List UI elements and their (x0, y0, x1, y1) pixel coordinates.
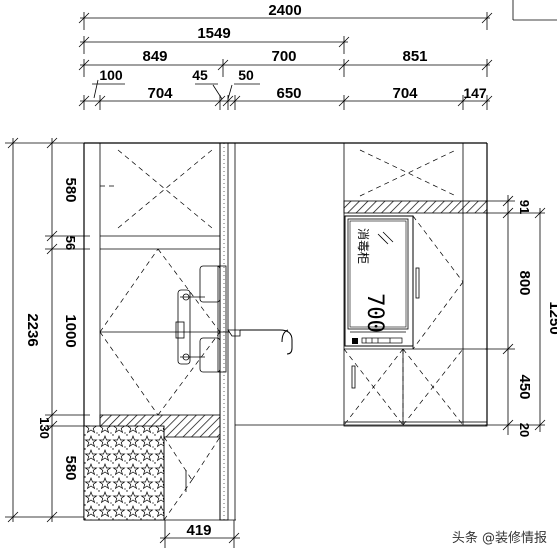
dim-800: 800 (516, 270, 533, 295)
dim-450: 450 (516, 374, 533, 399)
dim-1549: 1549 (197, 25, 230, 42)
bottom-dimension (159, 520, 240, 548)
cabinet-elevation: 消毒柜 700 (83, 142, 488, 521)
band-hatch-top (343, 200, 488, 214)
dim-130: 130 (37, 417, 52, 439)
top-dimension-lines (78, 12, 493, 110)
top-dimension-labels: 2400 1549 849 700 851 100 45 50 704 650 … (99, 2, 487, 102)
dim-147: 147 (463, 85, 487, 101)
dim-1250: 1250 (546, 301, 557, 334)
right-dimension-labels: 91 800 450 20 1250 (516, 200, 557, 437)
dim-91: 91 (517, 200, 532, 214)
right-dimension-lines (485, 195, 546, 435)
terrazzo-block (83, 425, 165, 521)
appliance-label: 消毒柜 (356, 228, 370, 264)
dim-650: 650 (276, 85, 301, 102)
left-dimension-labels: 2236 580 56 1000 130 580 (24, 177, 79, 480)
dim-100: 100 (99, 67, 123, 83)
dim-50: 50 (238, 67, 254, 83)
dim-2400: 2400 (268, 2, 301, 19)
band-hatch-bottom (343, 421, 488, 427)
dim-580-bottom: 580 (62, 455, 79, 480)
dim-851: 851 (402, 48, 427, 65)
dim-704-left: 704 (147, 85, 173, 102)
dim-580-top: 580 (62, 177, 79, 202)
title-block-fragment (512, 0, 557, 21)
appliance-display: 700 (362, 293, 387, 333)
left-dimension-lines (5, 137, 90, 523)
dim-419: 419 (186, 522, 211, 539)
dim-1000: 1000 (62, 314, 79, 347)
dim-700: 700 (271, 48, 296, 65)
dim-20: 20 (517, 423, 532, 437)
dim-849: 849 (142, 48, 167, 65)
disinfection-cabinet (344, 215, 414, 347)
dim-2236: 2236 (24, 313, 41, 346)
dim-56: 56 (63, 236, 78, 250)
dim-704-right: 704 (392, 85, 418, 102)
dim-45: 45 (192, 67, 208, 83)
watermark: 头条 @装修情报 (451, 531, 547, 546)
